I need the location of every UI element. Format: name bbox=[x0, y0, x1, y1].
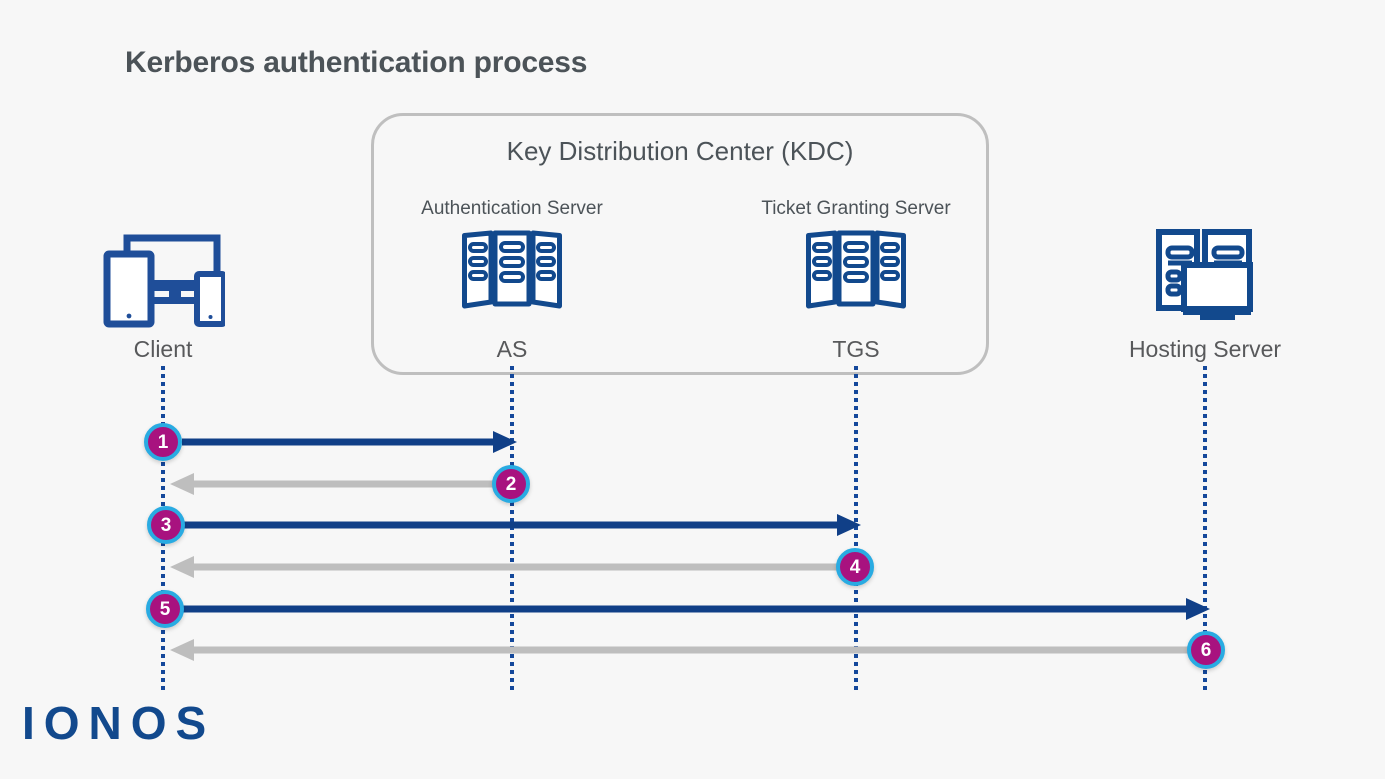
step-badge-2[interactable]: 2 bbox=[492, 465, 530, 503]
step-badge-1[interactable]: 1 bbox=[144, 423, 182, 461]
message-arrow-1 bbox=[182, 431, 517, 453]
client-devices-icon bbox=[103, 232, 227, 333]
ionos-logo: IONOS bbox=[22, 697, 216, 749]
client-label: Client bbox=[133, 336, 193, 362]
page-title: Kerberos authentication process bbox=[125, 46, 588, 79]
message-arrow-6 bbox=[170, 639, 1205, 661]
kdc-container bbox=[371, 113, 989, 375]
authentication-server-label: Authentication Server bbox=[421, 198, 603, 219]
step-badge-5[interactable]: 5 bbox=[146, 590, 184, 628]
server-rack-icon bbox=[805, 230, 907, 317]
hosting-server-label: Hosting Server bbox=[1128, 336, 1282, 362]
message-arrow-4 bbox=[170, 556, 856, 578]
ticket-granting-server-label: Ticket Granting Server bbox=[761, 198, 951, 219]
step-badge-4[interactable]: 4 bbox=[836, 548, 874, 586]
step-badge-6[interactable]: 6 bbox=[1187, 631, 1225, 669]
message-arrow-2 bbox=[170, 473, 512, 495]
as-label: AS bbox=[496, 336, 528, 362]
message-arrow-3 bbox=[182, 514, 861, 536]
message-arrow-5 bbox=[182, 598, 1210, 620]
tgs-label: TGS bbox=[832, 336, 880, 362]
lifeline-hosting bbox=[1203, 366, 1207, 690]
kdc-title: Key Distribution Center (KDC) bbox=[506, 136, 854, 166]
server-rack-icon bbox=[461, 230, 563, 317]
lifeline-tgs bbox=[854, 366, 858, 690]
server-monitor-icon bbox=[1155, 228, 1255, 325]
step-badge-3[interactable]: 3 bbox=[147, 506, 185, 544]
